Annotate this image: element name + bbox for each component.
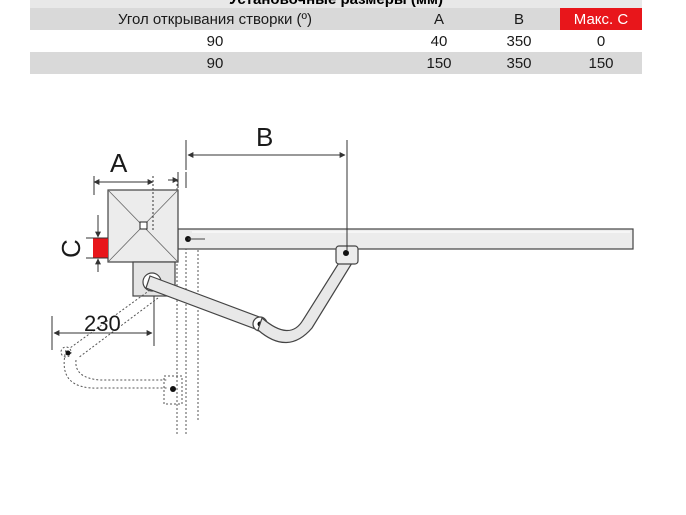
table-header-row: Угол открывания створки (º) A B Макс. C xyxy=(30,8,642,30)
table-row: 90 150 350 150 xyxy=(30,52,642,74)
label-230: 230 xyxy=(84,311,121,336)
c-marker xyxy=(93,238,108,258)
header-max-c: Макс. C xyxy=(560,8,642,30)
dimension-b xyxy=(185,140,348,250)
dimension-gap xyxy=(168,172,187,188)
lever-arm xyxy=(145,245,359,344)
cell-a: 40 xyxy=(400,30,478,52)
label-b: B xyxy=(256,122,273,152)
dimension-c xyxy=(86,215,108,272)
dimensions-table: Угол открывания створки (º) A B Макс. C … xyxy=(30,8,642,74)
cell-max-c: 150 xyxy=(560,52,642,74)
cell-b: 350 xyxy=(478,52,560,74)
gate-leaf xyxy=(177,228,634,250)
dimension-a xyxy=(93,176,154,230)
open-position-outline xyxy=(60,289,183,405)
cell-max-c: 0 xyxy=(560,30,642,52)
label-a: A xyxy=(110,148,128,178)
installation-table: Установочные размеры (мм) Угол открывани… xyxy=(30,0,642,74)
motor-box xyxy=(107,189,179,297)
header-a: A xyxy=(400,8,478,30)
dimension-230 xyxy=(51,296,155,350)
cell-a: 150 xyxy=(400,52,478,74)
header-b: B xyxy=(478,8,560,30)
header-angle: Угол открывания створки (º) xyxy=(30,8,400,30)
cell-angle: 90 xyxy=(30,30,400,52)
label-c: C xyxy=(56,239,86,258)
table-caption: Установочные размеры (мм) xyxy=(30,0,642,8)
table-row: 90 40 350 0 xyxy=(30,30,642,52)
cell-angle: 90 xyxy=(30,52,400,74)
post-outline xyxy=(176,180,199,435)
cell-b: 350 xyxy=(478,30,560,52)
